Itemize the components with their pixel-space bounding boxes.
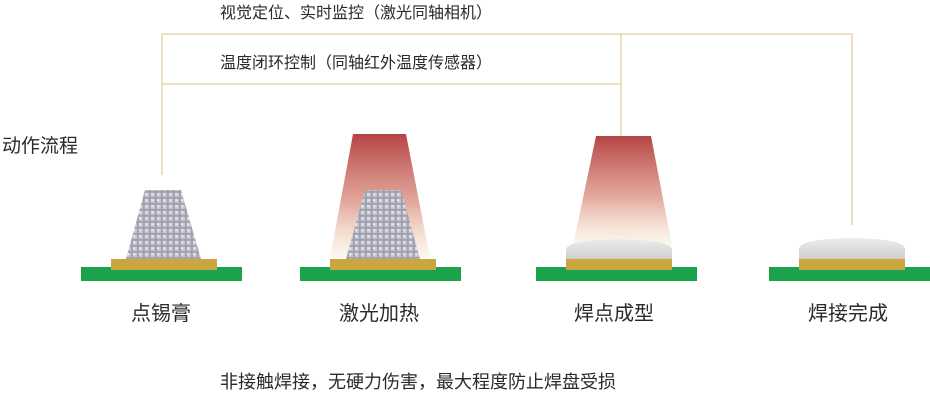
pcb-board <box>300 267 461 281</box>
monitor-connector-lines <box>161 33 853 225</box>
step-label-laser-heating: 激光加热 <box>339 301 419 325</box>
summary-caption: 非接触焊接，无硬力伤害，最大程度防止焊盘受损 <box>220 372 616 393</box>
step-label-weld-complete: 焊接完成 <box>808 301 888 325</box>
finished-solder-joint <box>799 238 905 259</box>
temperature-control-label: 温度闭环控制（同轴红外温度传感器） <box>220 53 493 72</box>
step-weld-complete-illustration <box>769 238 930 281</box>
pcb-board <box>81 267 242 281</box>
molten-solder-joint <box>566 239 672 259</box>
step-laser-heating-illustration <box>300 134 461 281</box>
solder-paste-deposit <box>346 190 420 259</box>
vision-monitor-label: 视觉定位、实时监控（激光同轴相机） <box>220 3 493 22</box>
step-dispense-paste-illustration <box>81 190 242 281</box>
vision-connector <box>161 33 853 225</box>
step-label-joint-forming: 焊点成型 <box>574 301 654 325</box>
solder-pad <box>111 259 217 270</box>
pcb-board <box>536 267 697 281</box>
laser-beam <box>573 136 672 246</box>
step-joint-forming-illustration <box>536 136 697 281</box>
step-label-dispense-paste: 点锡膏 <box>131 301 191 325</box>
solder-pad <box>330 259 436 270</box>
pcb-board <box>769 267 930 281</box>
solder-pad <box>566 259 672 270</box>
solder-pad <box>799 259 905 270</box>
solder-paste-deposit <box>126 190 201 259</box>
action-flow-label: 动作流程 <box>2 135 79 157</box>
